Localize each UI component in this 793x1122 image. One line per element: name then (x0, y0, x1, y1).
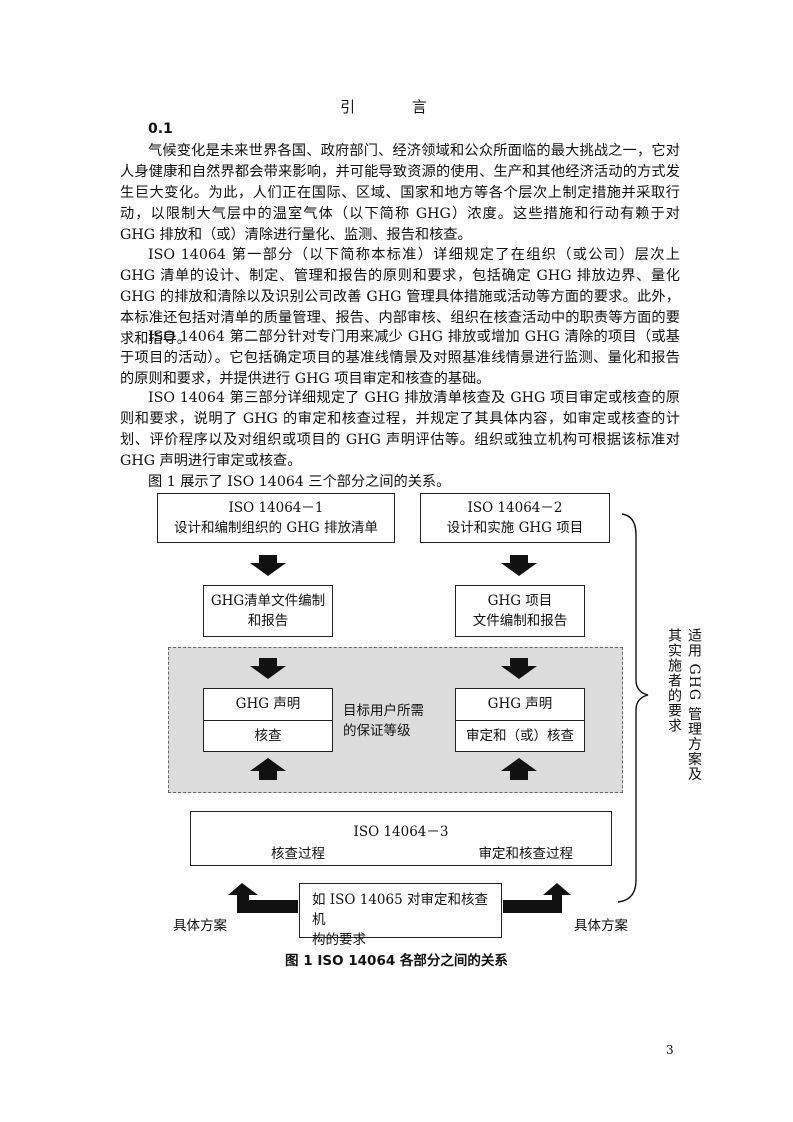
page-number: 3 (666, 1043, 674, 1057)
iso-14064-3-box: ISO 14064－3 核查过程 审定和核查过程 (190, 811, 612, 866)
down-arrow-icon (250, 555, 286, 576)
iso-14064-2-title: ISO 14064－2 (467, 500, 563, 516)
ghg-declaration-validation-box: GHG 声明 审定和（或）核查 (455, 688, 585, 752)
paragraph-4: ISO 14064 第三部分详细规定了 GHG 排放清单核查及 GHG 项目审定… (120, 388, 680, 472)
project-documentation-box: GHG 项目 文件编制和报告 (455, 585, 585, 637)
assurance-line2: 的保证等级 (343, 723, 411, 739)
validation-verification-process-label: 审定和核查过程 (478, 846, 574, 862)
assurance-line1: 目标用户所需 (343, 703, 424, 719)
paragraph-2-text: ISO 14064 第一部分（以下简称本标准）详细规定了在组织（或公司）层次上 … (120, 247, 680, 347)
iso-14065-line1: 如 ISO 14065 对审定和核查机 (312, 892, 488, 928)
iso-14064-3-title: ISO 14064－3 (353, 824, 449, 840)
declaration-right-bottom: 审定和（或）核查 (466, 728, 574, 744)
assurance-level-text: 目标用户所需 的保证等级 (343, 701, 447, 741)
iso-14064-2-box: ISO 14064－2 设计和实施 GHG 项目 (420, 493, 610, 543)
inventory-doc-line2: 和报告 (247, 613, 289, 629)
figure-caption: 图 1 ISO 14064 各部分之间的关系 (285, 953, 508, 969)
declaration-left-top: GHG 声明 (204, 689, 332, 721)
iso-14064-1-title: ISO 14064－1 (228, 500, 324, 516)
declaration-left-bottom: 核查 (254, 728, 282, 744)
up-arrow-icon (501, 758, 537, 780)
project-doc-line1: GHG 项目 (487, 593, 553, 609)
down-arrow-icon (501, 658, 537, 679)
paragraph-1: 气候变化是未来世界各国、政府部门、经济领域和公众所面临的最大挑战之一，它对人身健… (120, 141, 680, 246)
iso-14065-line2: 构的要求 (312, 932, 366, 948)
iso-14065-box: 如 ISO 14065 对审定和核查机 构的要求 (299, 883, 502, 948)
iso-14064-1-box: ISO 14064－1 设计和编制组织的 GHG 排放清单 (157, 493, 395, 543)
right-brace-icon (617, 513, 649, 903)
paragraph-3: ISO 14064 第二部分针对专门用来减少 GHG 排放或增加 GHG 清除的… (120, 327, 680, 390)
paragraph-5: 图 1 展示了 ISO 14064 三个部分之间的关系。 (120, 472, 680, 493)
side-note-column-1: 适用 GHG 管理方案及 (686, 628, 702, 782)
down-arrow-icon (501, 555, 537, 576)
iso-14064-2-subtitle: 设计和实施 GHG 项目 (446, 520, 584, 536)
section-heading: 引 言 (340, 98, 453, 116)
bent-up-arrow-left-icon (228, 883, 298, 913)
inventory-documentation-box: GHG清单文件编制 和报告 (203, 585, 333, 637)
verification-process-label: 核查过程 (271, 846, 325, 862)
up-arrow-icon (250, 758, 286, 780)
specific-scheme-right-label: 具体方案 (574, 918, 628, 934)
section-number: 0.1 (148, 121, 173, 137)
ghg-declaration-verification-box: GHG 声明 核查 (203, 688, 333, 752)
paragraph-3-text: ISO 14064 第二部分针对专门用来减少 GHG 排放或增加 GHG 清除的… (120, 329, 680, 387)
paragraph-5-text: 图 1 展示了 ISO 14064 三个部分之间的关系。 (148, 474, 451, 490)
bent-up-arrow-right-icon (503, 883, 571, 913)
paragraph-2: ISO 14064 第一部分（以下简称本标准）详细规定了在组织（或公司）层次上 … (120, 245, 680, 350)
project-doc-line2: 文件编制和报告 (472, 613, 568, 629)
specific-scheme-left-label: 具体方案 (173, 918, 227, 934)
declaration-right-top: GHG 声明 (456, 689, 584, 721)
paragraph-1-text: 气候变化是未来世界各国、政府部门、经济领域和公众所面临的最大挑战之一，它对人身健… (120, 143, 680, 243)
paragraph-4-text: ISO 14064 第三部分详细规定了 GHG 排放清单核查及 GHG 项目审定… (120, 390, 680, 469)
down-arrow-icon (250, 658, 286, 679)
inventory-doc-line1: GHG清单文件编制 (210, 593, 326, 609)
iso-14064-1-subtitle: 设计和编制组织的 GHG 排放清单 (174, 520, 378, 536)
side-note-column-2: 其实施者的要求 (666, 628, 682, 733)
